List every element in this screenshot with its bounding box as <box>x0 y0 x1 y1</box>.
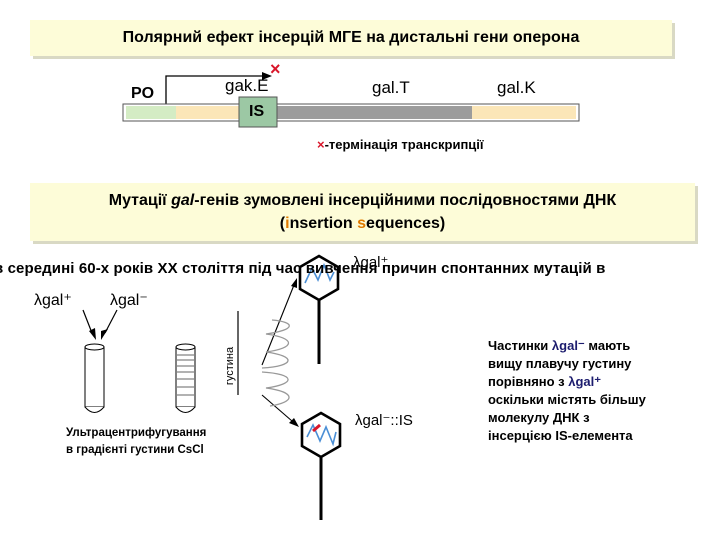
is-label: IS <box>249 103 265 120</box>
terminator-mark-icon: × <box>270 59 281 79</box>
right-tube <box>175 343 196 413</box>
is-element-box <box>238 96 278 128</box>
termination-legend: ×-термінація транскрипції <box>317 137 484 152</box>
gene-label-galK: gal.K <box>497 78 536 97</box>
section2-title: Мутації gal-генів зумовлені інсерційними… <box>30 183 695 241</box>
po-label: PO <box>131 85 155 102</box>
is-insert-mark <box>312 423 321 433</box>
phage-dna <box>304 262 335 284</box>
phage-dna <box>306 423 337 447</box>
gene-label-galT: gal.T <box>372 78 410 97</box>
centrifugation-line1: Ультрацентрифугування <box>66 427 207 439</box>
arrow-to-heavy-phage <box>261 394 293 422</box>
title-letter-s: s <box>357 215 367 232</box>
arrow-to-heavy-phage-head <box>289 418 299 427</box>
title-line1-rest: -генів зумовлені інсерційними послідовно… <box>194 192 617 209</box>
operon-title: Полярний ефект інсерцій МГЕ на дистальні… <box>30 20 672 56</box>
top-phage-label: λgal⁺ <box>353 254 389 271</box>
gene-label-galE: gak.E <box>225 76 269 95</box>
gene-galE-segment <box>176 106 239 119</box>
gene-galK-segment <box>472 106 576 119</box>
note-line2: вищу плавучу густину <box>488 356 632 371</box>
promoter-arrowhead <box>262 72 272 80</box>
title-prefix: Мутації <box>108 192 172 209</box>
label-gal-plus: λgal⁺ <box>34 292 72 309</box>
phage-gal-plus <box>298 254 340 364</box>
explanation-note: Частинки λgal⁻ мають вищу плавучу густин… <box>488 337 698 445</box>
title-paren-open: ( <box>279 215 286 232</box>
note-line5: молекулу ДНК з <box>488 410 590 425</box>
promoter-arrow <box>165 75 262 104</box>
arrow-to-tube-head <box>101 329 108 340</box>
gradient-wave <box>261 371 290 407</box>
note-line3: порівняно з λgal⁺ <box>488 374 602 389</box>
note-line1: Частинки λgal⁻ мають <box>488 338 631 353</box>
left-tube <box>84 343 105 413</box>
title-letter-i: i <box>285 215 290 232</box>
terminator-mark-legend-icon: × <box>317 137 325 152</box>
centrifugation-line2: в градієнті густини CsCl <box>66 444 204 456</box>
arrow-to-light-phage-head <box>291 278 297 288</box>
termination-note: -термінація транскрипції <box>324 137 484 152</box>
title-equences: equences) <box>366 215 446 232</box>
gradient-wave <box>261 319 290 369</box>
po-region <box>126 106 176 119</box>
bottom-phage-label: λgal⁻::IS <box>355 412 413 429</box>
note-line4: оскільки містять більшу <box>488 392 646 407</box>
title-gal: gal <box>171 192 195 209</box>
title-nsertion: nsertion <box>289 215 358 232</box>
phage-gal-minus-is <box>300 411 342 520</box>
intro-text: в середині 60-х років XX століття під ча… <box>0 260 606 277</box>
note-line6: інсерцією IS-елемента <box>488 428 633 443</box>
label-gal-minus: λgal⁻ <box>110 292 148 309</box>
arrow-to-tube <box>104 309 118 334</box>
gene-galT-segment <box>277 106 472 119</box>
centrifugation-caption: Ультрацентрифугування в градієнті густин… <box>66 425 206 459</box>
arrow-to-tube-head <box>89 328 96 340</box>
arrow-to-tube <box>82 309 93 334</box>
density-label: густина <box>224 346 236 386</box>
